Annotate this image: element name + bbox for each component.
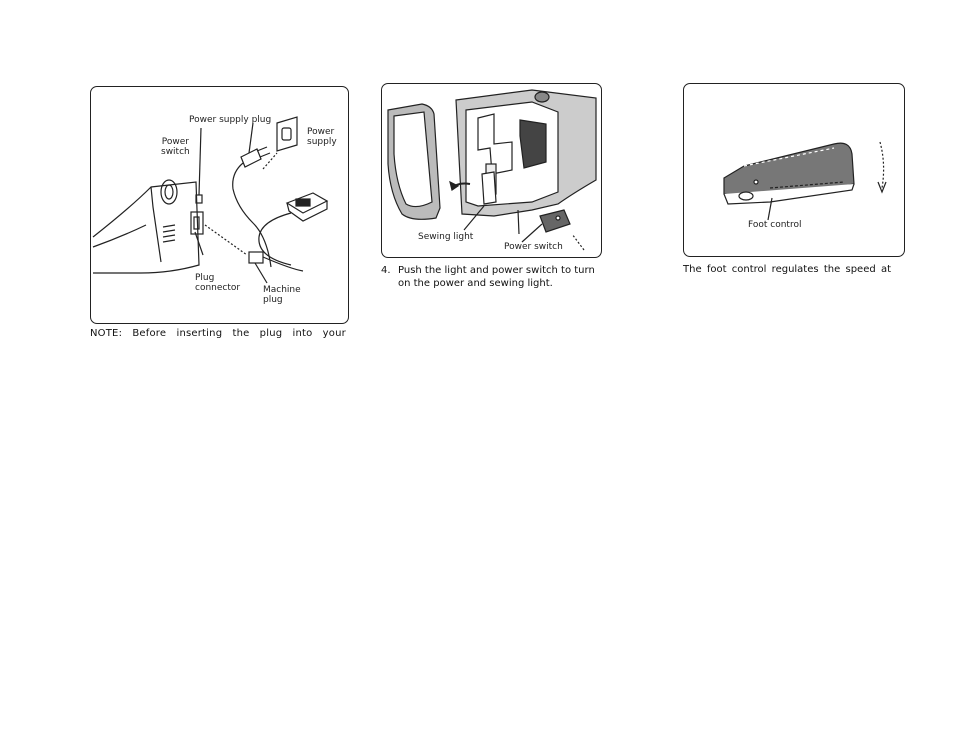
wall-outlet (277, 117, 297, 151)
note-word: inserting (176, 328, 222, 339)
caption-word: speed (845, 264, 875, 275)
machine-side (151, 187, 161, 262)
power-connection-figure: Power supply plug Power switch Power sup… (90, 86, 349, 324)
foot-control-caption: The foot control regulates the speed at (683, 264, 891, 275)
power-supply-plug (241, 149, 261, 167)
caption-word: foot (707, 264, 727, 275)
note-word: NOTE: (90, 328, 122, 339)
note-word: your (323, 328, 346, 339)
foot-control-cord-socket (739, 192, 753, 200)
note-text: NOTE: Before inserting the plug into you… (90, 328, 346, 339)
caption-word: the (824, 264, 840, 275)
label-power-switch: Power switch (161, 137, 190, 157)
caption-word: The (683, 264, 702, 275)
label-plug-connector: Plug connector (195, 273, 240, 293)
note-word: plug (260, 328, 283, 339)
label-sewing-light: Sewing light (418, 232, 473, 242)
note-word: the (232, 328, 249, 339)
label-power-supply: Power supply (307, 127, 337, 147)
foot-control-figure: Foot control (683, 83, 905, 257)
machine-plug (249, 252, 263, 263)
foot-control-illustration (684, 84, 904, 256)
power-cord (233, 163, 271, 267)
label-power-supply-plug: Power supply plug (189, 115, 271, 125)
step-number: 4. (381, 264, 391, 277)
note-word: into (293, 328, 313, 339)
machine-body (93, 182, 199, 273)
caption-word: control (732, 264, 767, 275)
caption-word: regulates (772, 264, 819, 275)
sewing-light-figure: Sewing light Power switch (381, 83, 602, 258)
power-switch-block (540, 210, 570, 232)
step-text: Push the light and power switch to turn … (398, 264, 606, 290)
handwheel (161, 180, 177, 204)
label-machine-plug: Machine plug (263, 285, 301, 305)
label-foot-control: Foot control (748, 220, 801, 230)
note-word: Before (132, 328, 166, 339)
label-power-switch: Power switch (504, 242, 563, 252)
caption-word: at (881, 264, 891, 275)
sewing-light-illustration (382, 84, 601, 257)
sewing-light-bulb (482, 172, 496, 204)
